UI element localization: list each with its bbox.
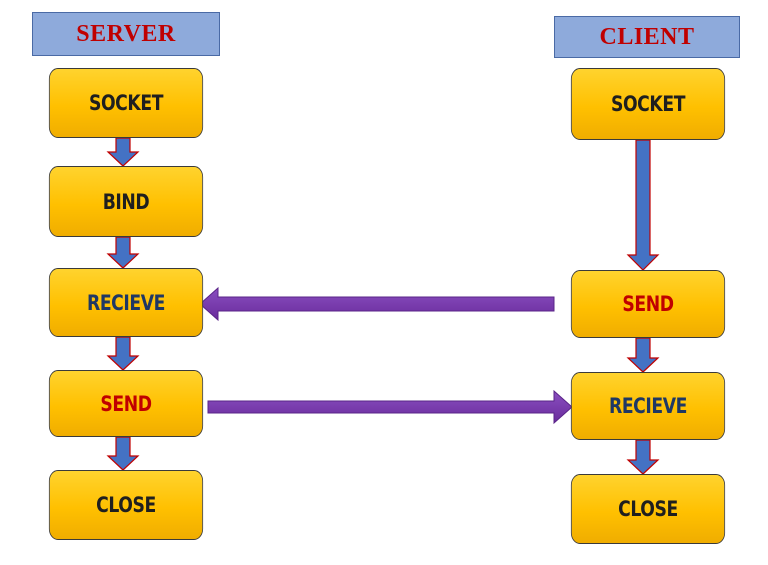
client-step-close: CLOSE (570, 474, 726, 544)
server-arrow-bind-recieve (106, 236, 140, 269)
server-arrow-recieve-send (106, 336, 140, 371)
client-arrow-send-recieve (626, 337, 660, 373)
server-step-socket: SOCKET (48, 68, 204, 138)
server-header: SERVER (32, 12, 220, 56)
client-arrow-socket-send (626, 139, 660, 271)
server-step-close: CLOSE (48, 470, 204, 540)
client-step-send: SEND (570, 270, 726, 338)
server-arrow-send-close (106, 436, 140, 471)
client-header: CLIENT (554, 16, 740, 58)
server-step-send: SEND (48, 370, 204, 437)
message-arrow-server-send-to-client-recieve (207, 389, 573, 425)
server-arrow-socket-bind (106, 137, 140, 167)
client-step-recieve: RECIEVE (570, 372, 726, 440)
message-arrow-client-send-to-server-recieve (199, 286, 555, 322)
server-step-bind: BIND (48, 166, 204, 237)
server-step-recieve: RECIEVE (48, 268, 204, 337)
client-step-socket: SOCKET (570, 68, 726, 140)
client-arrow-recieve-close (626, 439, 660, 475)
